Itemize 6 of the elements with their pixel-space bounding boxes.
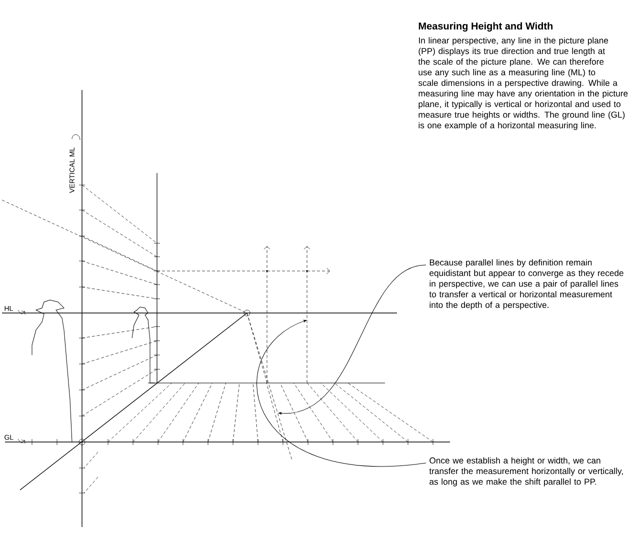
heading: Measuring Height and Width (418, 22, 552, 32)
leader-line (278, 264, 426, 414)
body-text: In linear perspective, any line in the picture plane (PP) displays its true direction and true length at the scale of the picture plane. We can therefore use any such line as a measuring line (ML) to scale dimensions in a perspective drawing. While a measuring line may have any orientation in the picture plane, it typically is vertical or horizontal and used to measure true heights or widths. The ground line (GL) is one example of a horizontal measuring line. (418, 37, 628, 130)
callout-text: Because parallel lines by definition remain equidistant but appear to converge as they recede in perspective, we can use a pair of parallel lines to transfer a vertical or horizontal measurement into the depth of a perspective. (429, 259, 624, 310)
leader-line (256, 320, 426, 467)
callout-text: Once we establish a height or width, we can transfer the measurement horizontally or vertically, as long as we make the shift parallel to PP. (429, 457, 623, 486)
